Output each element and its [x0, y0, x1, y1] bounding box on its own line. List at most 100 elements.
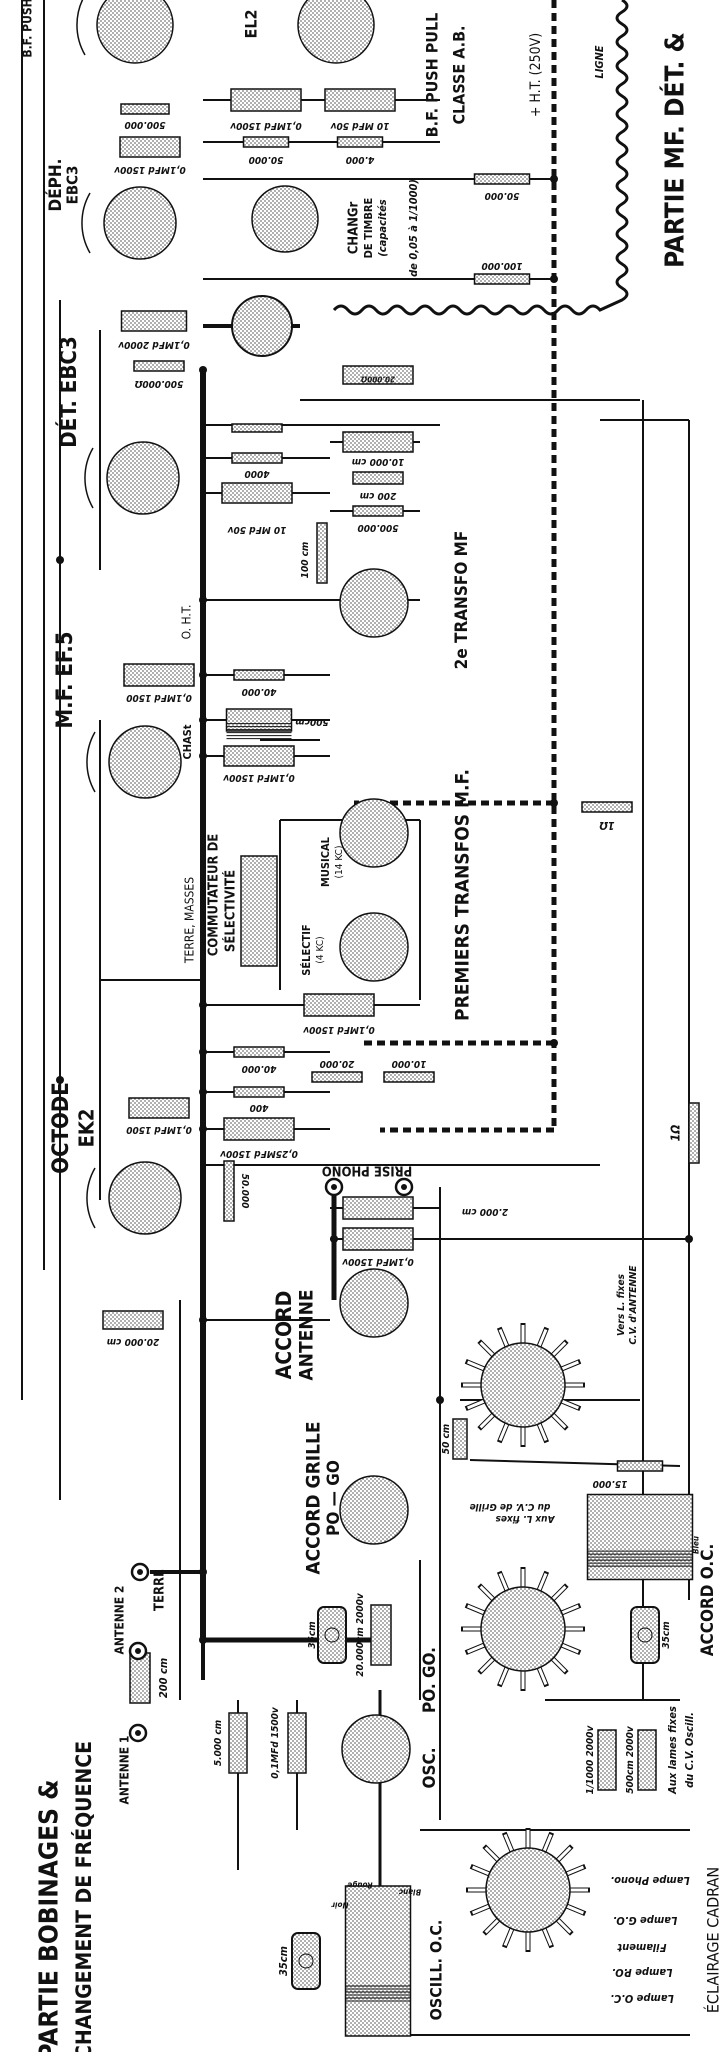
chas-label: CHASt	[181, 724, 194, 759]
resistor	[231, 452, 283, 464]
tube-shield-arc	[86, 731, 96, 793]
c5000-value-label: 5.000 cm	[213, 1720, 224, 1766]
selectif-1-label: SÉLECTIF	[300, 924, 313, 975]
c10-bf-value-label: 10 MFd 50v	[330, 120, 390, 131]
capacitor	[303, 993, 375, 1017]
tube-shield-arc	[84, 447, 94, 509]
wavechange-switch	[466, 1828, 590, 1952]
r20k-ant-value-label: 20.000 cm	[107, 1336, 160, 1347]
octode-1-label: OCTODE	[49, 1082, 74, 1174]
c01-bf-value-label: 0,1MFd 1500v	[229, 120, 302, 131]
capacitor	[228, 1712, 248, 1774]
terminal-jack-center	[135, 1648, 141, 1654]
junction-dot	[199, 752, 207, 760]
oht-label: O. H.T.	[180, 605, 194, 640]
bf-pp-2-label: CLASSE A.B.	[450, 25, 469, 124]
capacitor	[120, 310, 188, 332]
trimmer-screw	[324, 1627, 340, 1643]
resistor	[233, 1046, 285, 1058]
ligne-label: LIGNE	[593, 45, 606, 78]
accord-antenne-2-label: ANTENNE	[296, 1289, 318, 1380]
junction-dot	[436, 1396, 444, 1404]
tr35-b-value-label: 35cm	[277, 1946, 290, 1976]
det-label: DÉT. EBC3	[56, 336, 82, 447]
capacitor	[221, 482, 293, 504]
pogo-label: PO. GO.	[420, 1647, 440, 1713]
volume-potentiometer	[231, 295, 293, 357]
junction-dot	[550, 275, 558, 283]
r1-ant-value-label: 1Ω	[669, 1125, 683, 1142]
ht-label: + H.T. (250V)	[528, 33, 544, 117]
capacitor	[287, 1712, 307, 1774]
resistor	[383, 1071, 435, 1083]
r50k-bf-value-label: 50.000	[249, 154, 284, 165]
r20k-pot-value-label: 20.000Ω	[361, 375, 395, 384]
junction-dot	[550, 1039, 558, 1047]
trimmer-capacitor	[291, 1932, 321, 1990]
r40k-mf-value-label: 40.000	[242, 686, 277, 697]
c1000-value-label: 1/1000 2000v	[585, 1725, 596, 1795]
junction-dot	[199, 1316, 207, 1324]
resistor	[120, 103, 170, 115]
antenne1-label: ANTENNE 1	[118, 1736, 132, 1805]
resistor	[133, 360, 185, 372]
junction-dot	[199, 1048, 207, 1056]
terminal-jack-center	[331, 1184, 337, 1190]
capacitor	[324, 88, 396, 112]
junction-dot	[330, 1235, 338, 1243]
coil	[586, 1493, 694, 1581]
vacuum-tube	[297, 0, 375, 64]
selectivity-switch	[240, 855, 278, 967]
vacuum-tube	[108, 725, 182, 799]
capacitor	[370, 1604, 392, 1666]
resistor	[473, 173, 531, 185]
coil500-value-label: 500cm	[295, 716, 329, 727]
capacitor	[452, 1418, 468, 1460]
junction-dot	[550, 175, 558, 183]
aux-osc-2-label: du C.V. Oscill.	[683, 1712, 696, 1788]
mf-det-label: PARTIE MF. DÉT. &	[659, 32, 691, 268]
musical-2-label: (14 KC)	[334, 846, 345, 879]
capacitor	[316, 522, 328, 584]
twisted-line-cable	[332, 0, 629, 316]
resistor	[336, 136, 384, 148]
vers-2-label: C.V. d'ANTENNE	[628, 1265, 639, 1345]
bobinages-line2-label: CHANGEMENT DE FRÉQUENCE	[71, 1741, 96, 2052]
r15k-value-label: 15.000	[593, 1478, 628, 1489]
resistor	[473, 273, 531, 285]
c100-det-value-label: 100 cm	[300, 542, 311, 579]
c20k-value-label: 20.000cm 2000v	[355, 1592, 366, 1677]
capacitor	[230, 88, 302, 112]
r500k-det-value-label: 500.000Ω	[134, 378, 183, 389]
transformer-can	[339, 1268, 409, 1338]
c200-value-label: 200 cm	[157, 1658, 170, 1698]
resistor	[342, 365, 414, 385]
r500k-deph-value-label: 500.000	[125, 119, 166, 130]
aux-grille-2-label: du C.V. de Grille	[470, 1501, 551, 1512]
c025-value-label: 0,25MFd 1500v	[219, 1148, 298, 1159]
tr35-osc-value-label: 35cm	[307, 1621, 318, 1648]
resistor	[231, 423, 283, 433]
premiers-label: PREMIERS TRANSFOS M.F.	[452, 769, 474, 1021]
r4k-bf-value-label: 4.000	[346, 154, 374, 165]
r10k-det-value-label: 10.000 cm	[352, 456, 405, 467]
c01-deph-value-label: 0,1MFd 1500v	[113, 164, 186, 175]
lampe-po-label: Lampe P.O.	[612, 1966, 673, 1979]
c01-osc-value-label: 0,1MFd 1500v	[270, 1706, 281, 1779]
c50-value-label: 50 cm	[441, 1424, 452, 1454]
transformer-can	[339, 568, 409, 638]
c01-det-value-label: 0,1MFd 2000v	[117, 339, 190, 350]
el2-label: EL2	[242, 9, 261, 38]
c01-mf-value-label: 0,1MFd 1500	[126, 692, 192, 703]
lampe-go-label: Lampe G.O.	[613, 1914, 677, 1927]
rouge-label: Rouge	[347, 1881, 372, 1890]
capacitor	[102, 1310, 164, 1330]
bobinages-line1-label: PARTIE BOBINAGES &	[35, 1780, 65, 2052]
mf-label: M.F. EF.5	[53, 631, 78, 728]
terre-masses-label: TERRE, MASSES	[183, 877, 197, 964]
r500k2-det-value-label: 500.000	[358, 522, 399, 533]
accord-grille-2-label: PO — GO	[324, 1460, 344, 1536]
prise-phono-label: PRISE PHONO	[322, 1163, 412, 1178]
changeur-2-label: DE TIMBRE	[362, 197, 375, 258]
